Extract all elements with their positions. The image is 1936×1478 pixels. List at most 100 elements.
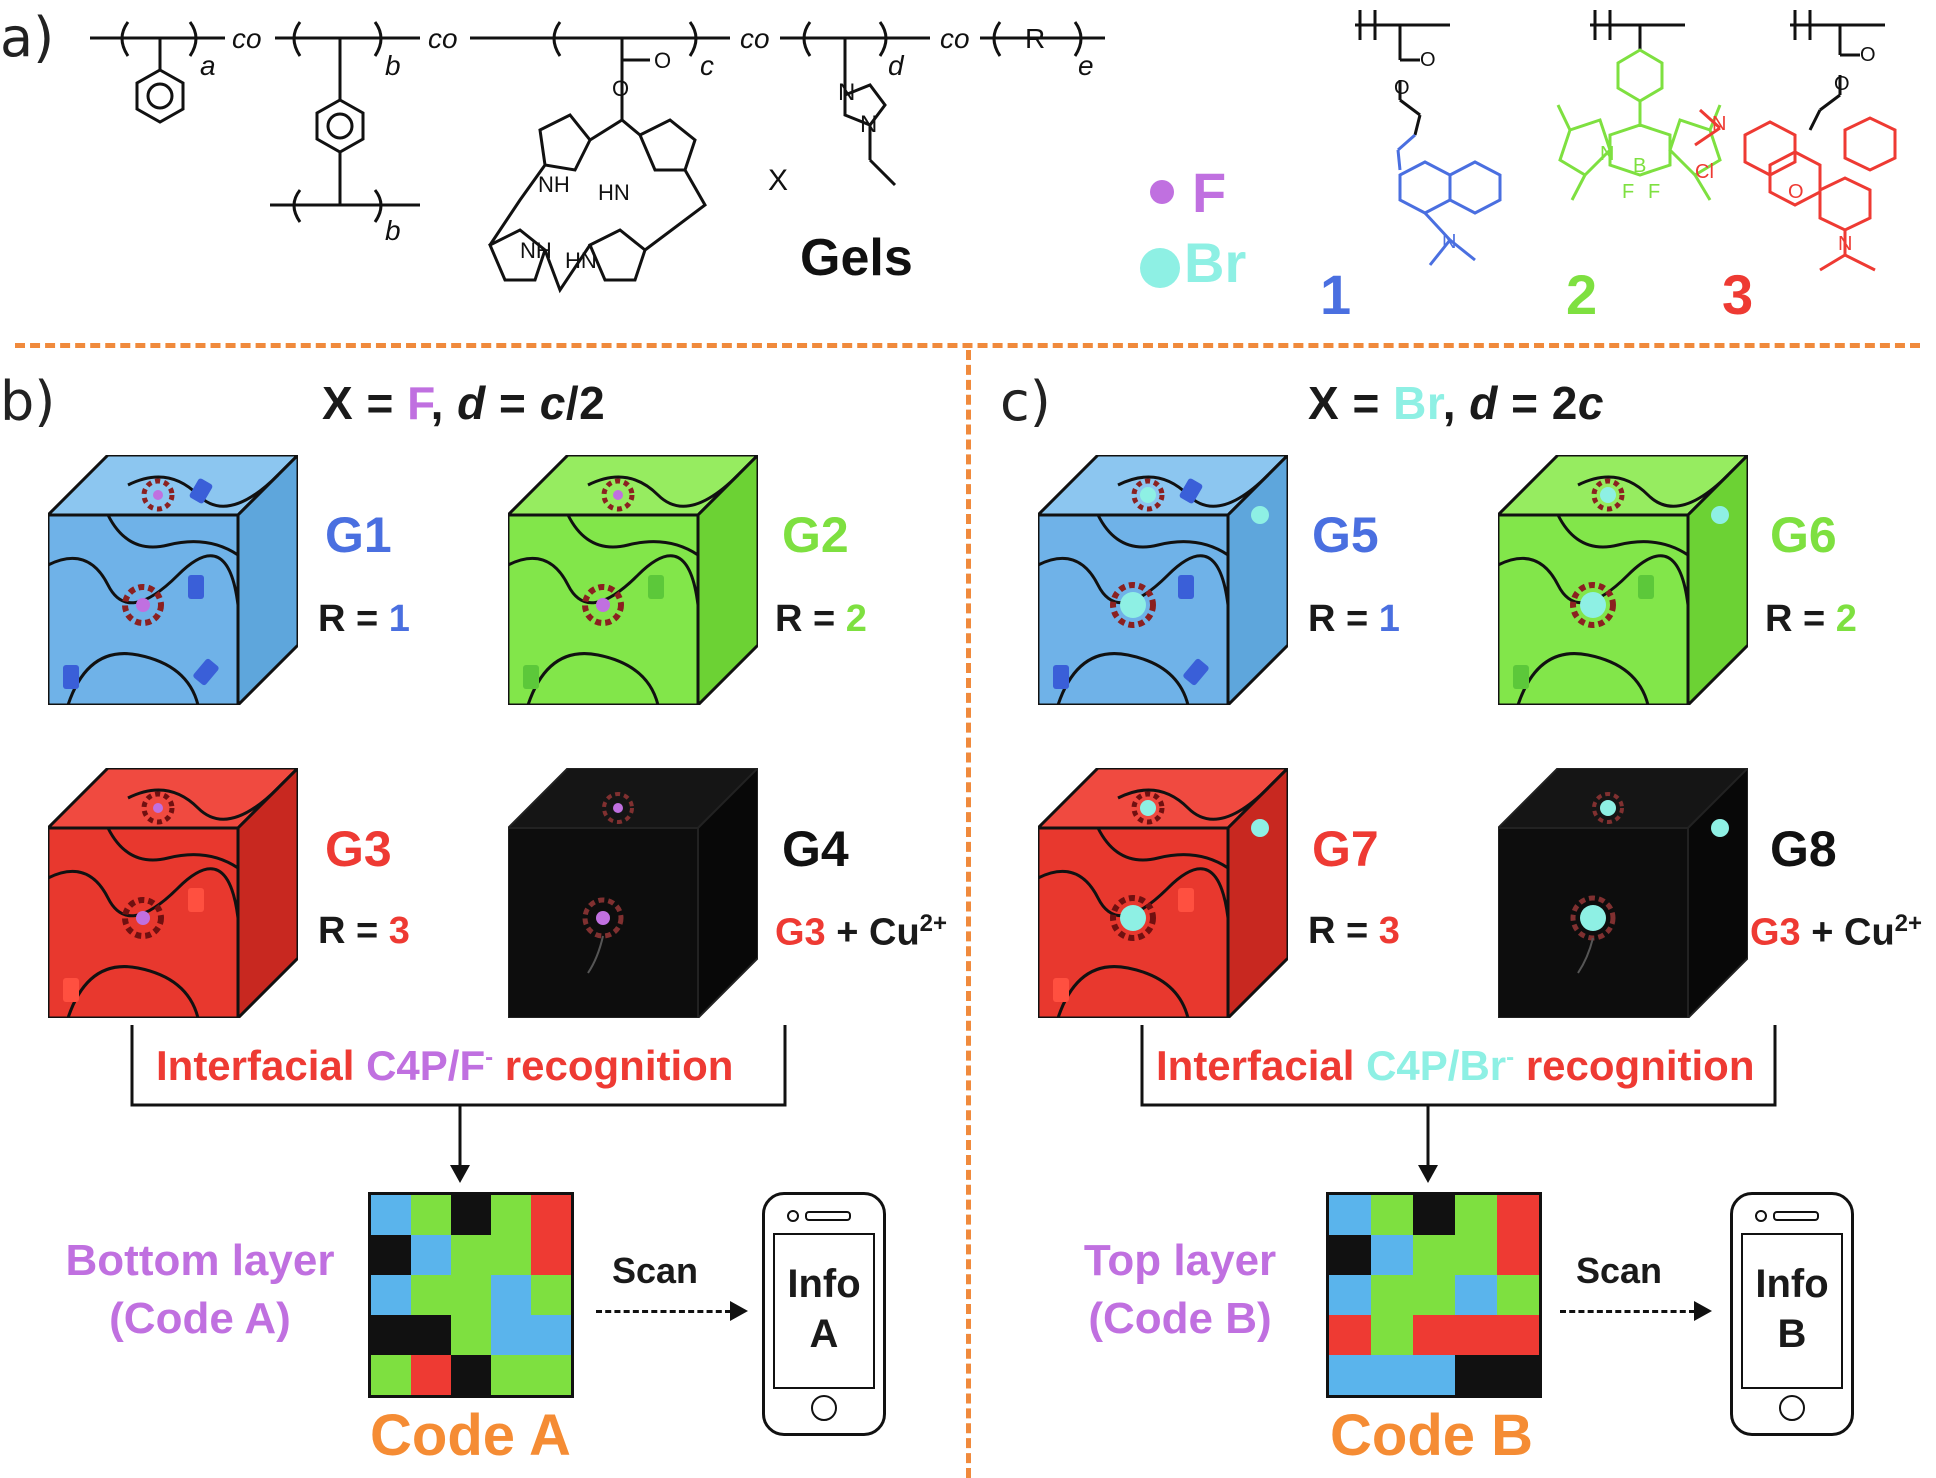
layer-b-line1: Top layer [1083,1236,1277,1285]
phone-a-screen: Info A [773,1233,875,1389]
code-a-cell [451,1235,491,1275]
code-a-cell [451,1355,491,1395]
horizontal-divider [15,343,1920,348]
imid-n1: N [838,79,855,106]
recog-b-part1: Interfacial [156,1042,367,1089]
code-a-cell [491,1235,531,1275]
code-b-cell [1497,1355,1539,1395]
code-a-cell [491,1195,531,1235]
panel-c-letter: c) [1000,370,1051,433]
panel-b-title: X = F, d = c/2 [322,376,605,430]
recognition-bracket-b [130,1025,787,1183]
code-a-cell [371,1235,411,1275]
recognition-label-c: Interfacial C4P/Br- recognition [1150,1042,1761,1090]
code-b-cell [1413,1355,1455,1395]
title-c-sep: , [1442,377,1470,429]
title-c-ion: Br [1393,377,1443,429]
code-b-cell [1329,1235,1371,1275]
code-b-cell [1371,1275,1413,1315]
code-a-cell [371,1195,411,1235]
code-b-cell [1497,1235,1539,1275]
code-a-cell [451,1275,491,1315]
gel-cube-g5 [1038,455,1288,705]
code-b-cell [1413,1315,1455,1355]
sub-d: d [888,50,905,81]
recog-c-part2: C4P/Br [1366,1042,1507,1089]
legend-br-label: Br [1184,231,1247,294]
code-b-cell [1371,1355,1413,1395]
layer-label-a: Bottom layer (Code A) [40,1232,360,1348]
code-a-cell [491,1315,531,1355]
r-sup-g8: 2+ [1894,910,1923,937]
polymer-structure: co co co co a b b c d e R O O NH HN NH H… [90,21,1105,294]
scan-arrow-a [596,1310,731,1313]
co-label-2: co [428,23,458,54]
code-b-cell [1329,1355,1371,1395]
code-b-cell [1329,1315,1371,1355]
code-b-cell [1329,1195,1371,1235]
dye2-f-2: F [1648,181,1660,203]
recog-c-sup: - [1506,1044,1515,1071]
sub-c: c [700,50,714,81]
title-d: d [457,377,486,429]
code-b-cell [1455,1275,1497,1315]
code-b-cell [1413,1195,1455,1235]
code-a-cell [411,1275,451,1315]
r-value-g2: 2 [845,598,867,640]
dye-3-structure [1694,10,1897,272]
gel-cube-g2 [508,455,758,705]
gel-cube-g8 [1498,768,1748,1018]
hn-1: HN [598,180,630,205]
dye2-b: B [1633,155,1646,177]
recog-b-part2: C4P/F [366,1042,486,1089]
vertical-divider [966,350,971,1478]
nh-2: NH [520,238,552,263]
r-prefix-g5: R = [1308,598,1379,640]
phone-a: Info A [762,1192,886,1436]
dye-structures: O O N N B F F O O N N O Cl [1355,10,1897,272]
code-b-cell [1413,1275,1455,1315]
code-b-cell [1455,1315,1497,1355]
code-a-cell [411,1195,451,1235]
code-b-cell [1371,1195,1413,1235]
title-x: X = [322,377,408,429]
code-grid-b [1326,1192,1542,1398]
info-a-line2: A [809,1312,839,1356]
gel-name-g5: G5 [1312,507,1379,563]
f-dot-icon [1150,180,1174,204]
gel-cube-g7 [1038,768,1288,1018]
gel-name-g3: G3 [325,821,392,877]
r-value-g3: 3 [388,910,410,952]
info-a-line1: Info [787,1262,861,1306]
layer-a-line2: (Code A) [109,1294,291,1343]
co-label-1: co [232,23,262,54]
r-value-g6: 2 [1835,598,1857,640]
dye3-o-2: O [1834,73,1850,95]
br-dot-icon [1140,248,1180,288]
carbonyl-o: O [654,48,671,73]
gel-cube-g1 [48,455,298,705]
scan-label-a: Scan [612,1250,699,1291]
title-c: c [539,377,566,429]
r-label-g5: R = 1 [1308,598,1400,641]
code-a-cell [531,1275,571,1315]
legend-f-label: F [1192,161,1227,224]
gel-name-g4: G4 [782,821,849,877]
code-a-cell [491,1275,531,1315]
sub-b: b [385,50,401,81]
code-b-cell [1455,1235,1497,1275]
info-b-line2: B [1777,1312,1807,1356]
phone-a-home-button-icon [811,1395,837,1421]
legend-br: Br [1140,230,1340,300]
code-b-cell [1455,1355,1497,1395]
layer-b-line2: (Code B) [1088,1294,1272,1343]
sub-b-2: b [385,215,401,246]
gel-cube-g6 [1498,455,1748,705]
dye3-cl: Cl [1695,161,1714,183]
dye1-n: N [1442,231,1456,253]
code-a-cell [371,1275,411,1315]
dye1-o-2: O [1394,77,1410,99]
gel-name-g2: G2 [782,507,849,563]
r-value-g7: 3 [1378,910,1400,952]
recog-c-part1: Interfacial [1156,1042,1367,1089]
